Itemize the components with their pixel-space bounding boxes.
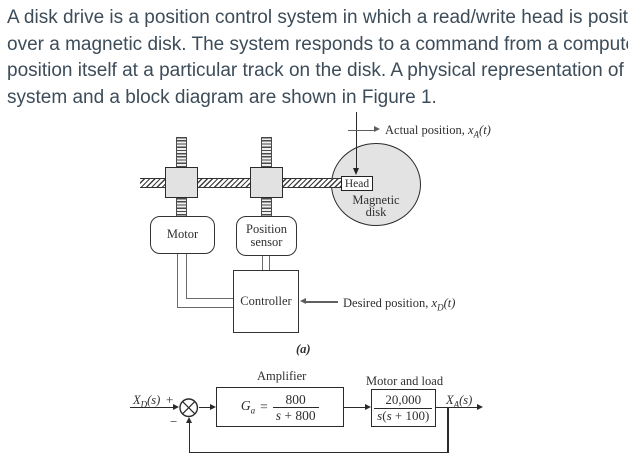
sensor-leadscrew-top [261, 137, 272, 167]
amplifier-motor-line [343, 407, 365, 409]
motor-box: Motor [150, 216, 215, 254]
amplifier-motor-arrowhead-icon [364, 404, 371, 411]
actual-position-arg: (t) [479, 123, 491, 137]
motor-load-denominator: s(s + 100) [374, 407, 433, 424]
intro-line-4: system and a block diagram are shown in … [7, 86, 437, 108]
motor-controller-pipe-inner [185, 254, 233, 299]
amplifier-transfer-function: Ga = 800 s + 800 [241, 392, 319, 423]
amplifier-gain-symbol: Ga [240, 398, 256, 416]
disk-label-line1: Magnetic [352, 193, 400, 207]
intro-line-3: position itself at a particular track on… [7, 60, 628, 82]
output-arg: (s) [459, 392, 473, 407]
magnetic-disk-label: Magnetic disk [347, 193, 405, 219]
actual-position-arrow-line [348, 129, 374, 131]
desired-position-sub: D [437, 302, 444, 312]
junction-amplifier-arrowhead-icon [209, 404, 216, 411]
head-label: Head [344, 177, 370, 190]
amplifier-denominator: s + 800 [272, 406, 319, 423]
feedback-arrowhead-icon [185, 417, 192, 423]
actual-position-label: Actual position, xA(t) [385, 123, 491, 140]
equals-sign: = [260, 399, 268, 414]
guide-rail [140, 178, 341, 188]
motor-load-block: 20,000 s(s + 100) [371, 389, 436, 427]
plus-sign: + [166, 392, 174, 407]
actual-position-text: Actual position, [385, 123, 468, 137]
input-arrowhead-icon [173, 404, 179, 411]
motor-leadscrew-top [176, 137, 187, 167]
position-sensor-label-line1: Position [246, 221, 287, 236]
controller-box: Controller [233, 270, 299, 333]
amplifier-fraction: 800 s + 800 [272, 391, 319, 423]
desired-position-var: x [431, 295, 438, 310]
motor-load-fraction: 20,000 s(s + 100) [374, 392, 433, 424]
motor-carriage-block [165, 167, 198, 198]
output-arrowhead-icon [477, 404, 483, 411]
output-var: X [446, 392, 454, 407]
amplifier-numerator: 800 [285, 391, 306, 407]
intro-line-2: over a magnetic disk. The system respond… [7, 33, 628, 55]
summing-junction-icon [179, 398, 199, 418]
input-signal-label: XD(s) [133, 393, 160, 410]
output-signal-label: XA(s) [446, 393, 472, 410]
actual-position-arrowhead-icon [373, 126, 380, 133]
intro-paragraph: A disk drive is a position control syste… [7, 5, 628, 111]
junction-amplifier-line [198, 407, 211, 409]
disk-label-line2: disk [365, 204, 387, 219]
sensor-carriage-block [250, 167, 283, 198]
input-var: X [133, 392, 141, 407]
motor-controller-pipe-outer [176, 254, 233, 308]
head-box: Head [341, 176, 373, 191]
input-arg: (s) [147, 392, 161, 407]
output-sub: A [453, 399, 460, 409]
head-pointer-arrowhead-icon [353, 168, 360, 175]
feedback-bottom-line [188, 451, 449, 454]
feedback-left-line [188, 423, 190, 453]
motor-load-title: Motor and load [366, 374, 444, 388]
motor-label: Motor [166, 227, 199, 242]
desired-position-arg: (t) [443, 295, 456, 310]
figure-a-caption: (a) [296, 342, 311, 356]
sensor-leadscrew-bottom [261, 198, 272, 216]
sensor-controller-pipe [262, 256, 270, 270]
desired-position-arrowhead-icon [299, 298, 306, 305]
controller-label: Controller [240, 294, 292, 308]
actual-position-var: x [467, 123, 474, 137]
actual-position-sub: A [473, 129, 480, 140]
amplifier-block: Ga = 800 s + 800 [216, 387, 344, 427]
desired-position-label: Desired position, xD(t) [343, 296, 455, 313]
desired-position-arrow-line [306, 301, 338, 303]
feedback-right-line [447, 407, 449, 453]
input-sub: D [140, 399, 148, 409]
position-sensor-label-line2: sensor [250, 235, 283, 249]
input-line [130, 407, 174, 409]
motor-load-numerator: 20,000 [385, 392, 422, 407]
desired-position-text: Desired position, [343, 295, 432, 310]
amplifier-title: Amplifier [257, 368, 307, 383]
output-line [435, 407, 478, 409]
head-pointer-line [356, 112, 358, 169]
minus-sign: − [170, 413, 178, 429]
position-sensor-box: Position sensor [236, 216, 297, 256]
motor-leadscrew-bottom [176, 198, 187, 216]
intro-line-1: A disk drive is a position control syste… [7, 7, 628, 28]
